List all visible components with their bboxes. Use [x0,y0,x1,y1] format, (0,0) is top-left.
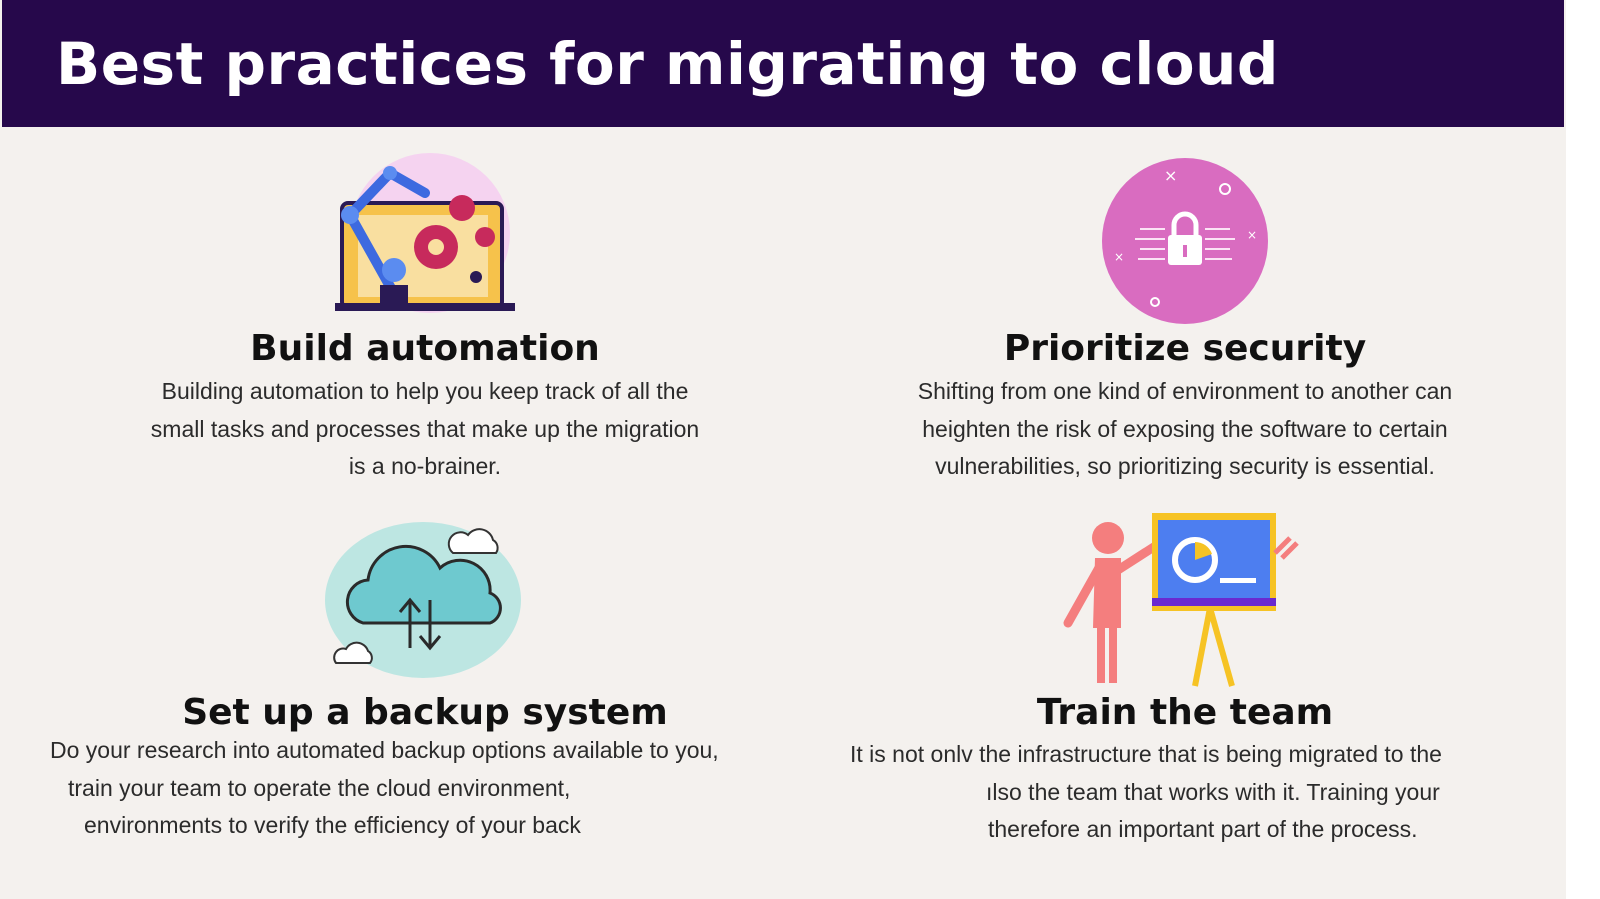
text-line: ılso the team that works with it. Traini… [986,779,1440,805]
robot-arm-automation-icon [335,153,515,313]
section-title-prioritize-security: Prioritize security [1003,328,1367,369]
text-line: is a no-brainer. [348,453,502,479]
text-line: It is not onlv the infrastructure that i… [850,741,1442,767]
section-title-train-team: Train the team [1036,692,1334,733]
section-text-prioritize-security: Shifting from one kind of environment to… [835,373,1535,486]
svg-text:×: × [1164,166,1177,185]
section-title-build-automation: Build automation [250,328,600,369]
text-line: Building automation to help you keep tra… [161,378,689,404]
page-title: Best practices for migrating to cloud [56,30,1279,98]
infographic: Best practices for migrating to cloud × … [0,0,1566,899]
presentation-board-icon [1063,513,1299,687]
section-title-backup-system: Set up a backup system [182,692,668,733]
text-line: Shifting from one kind of environment to… [917,378,1453,404]
section-text-build-automation: Building automation to help you keep tra… [75,373,775,486]
text-line: small tasks and processes that make up t… [150,415,700,442]
text-line: heighten the risk of exposing the softwa… [922,415,1448,442]
text-line: environments to verify the efficiency of… [84,812,581,838]
svg-text:×: × [1247,228,1257,242]
text-line: train your team to operate the cloud env… [68,775,571,801]
header-banner: Best practices for migrating to cloud [2,0,1564,127]
svg-text:×: × [1114,250,1124,264]
cloud-sync-icon [325,522,521,678]
lock-circuit-icon: × × × [1102,158,1268,324]
text-line: therefore an important part of the proce… [988,816,1418,842]
text-line: Do your research into automated backup o… [50,737,719,763]
text-line: vulnerabilities, so prioritizing securit… [935,453,1435,479]
